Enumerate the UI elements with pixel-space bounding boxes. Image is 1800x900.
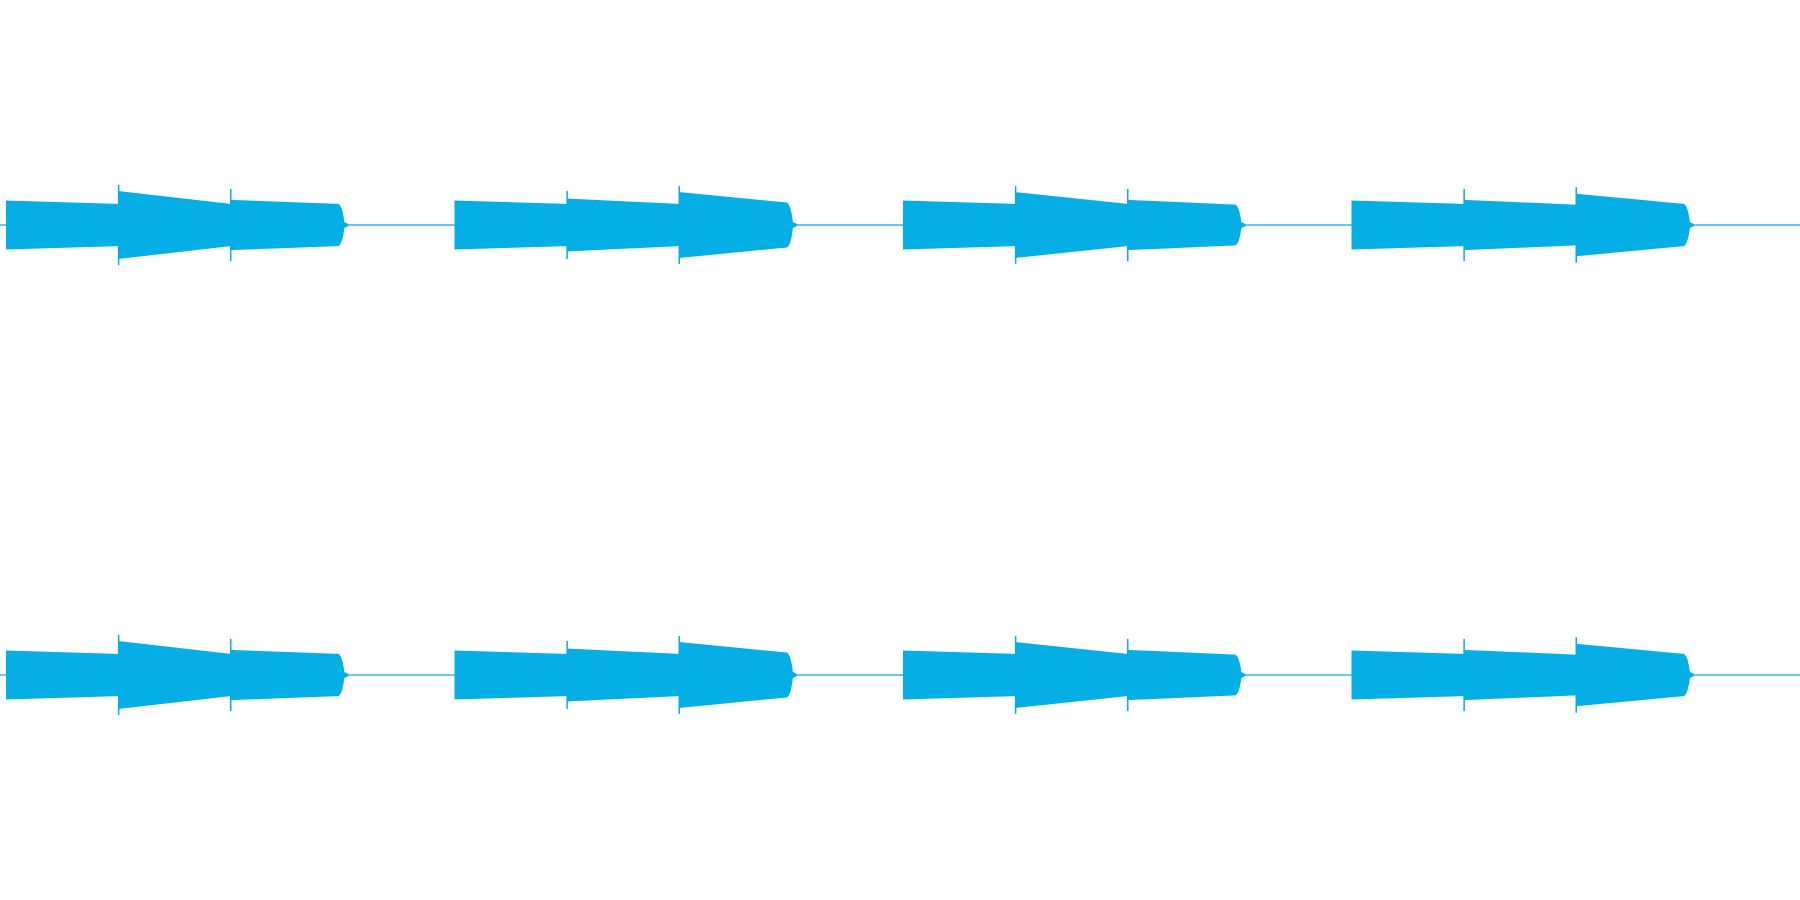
channel-1[interactable]: [0, 184, 1800, 266]
tone-burst: [903, 636, 1246, 714]
burst-segment: [1351, 200, 1464, 250]
burst-segment: [566, 648, 679, 702]
burst-segment: [566, 198, 679, 252]
burst-segment: [1463, 649, 1576, 701]
tone-burst: [6, 634, 349, 716]
burst-segment: [1015, 192, 1128, 258]
burst-segment: [230, 649, 349, 701]
tone-burst: [6, 184, 349, 266]
burst-segment: [454, 650, 567, 700]
burst-segment: [118, 641, 231, 709]
burst-segment: [1575, 643, 1694, 707]
burst-segment: [1351, 650, 1464, 700]
burst-segment: [678, 642, 797, 708]
burst-segment: [1127, 199, 1246, 251]
burst-segment: [678, 192, 797, 258]
burst-segment: [903, 200, 1016, 250]
burst-segment: [1015, 642, 1128, 708]
tone-burst: [1351, 637, 1694, 713]
burst-segment: [118, 191, 231, 259]
burst-segment: [6, 200, 119, 250]
channel-2[interactable]: [0, 634, 1800, 716]
tone-burst: [454, 636, 797, 714]
burst-segment: [1127, 649, 1246, 701]
channels-layer: [0, 184, 1800, 716]
burst-segment: [1575, 193, 1694, 257]
burst-segment: [1463, 199, 1576, 251]
tone-burst: [903, 186, 1246, 264]
tone-burst: [1351, 187, 1694, 263]
burst-segment: [903, 650, 1016, 700]
tone-burst: [454, 186, 797, 264]
burst-segment: [230, 199, 349, 251]
burst-segment: [454, 200, 567, 250]
burst-segment: [6, 650, 119, 700]
